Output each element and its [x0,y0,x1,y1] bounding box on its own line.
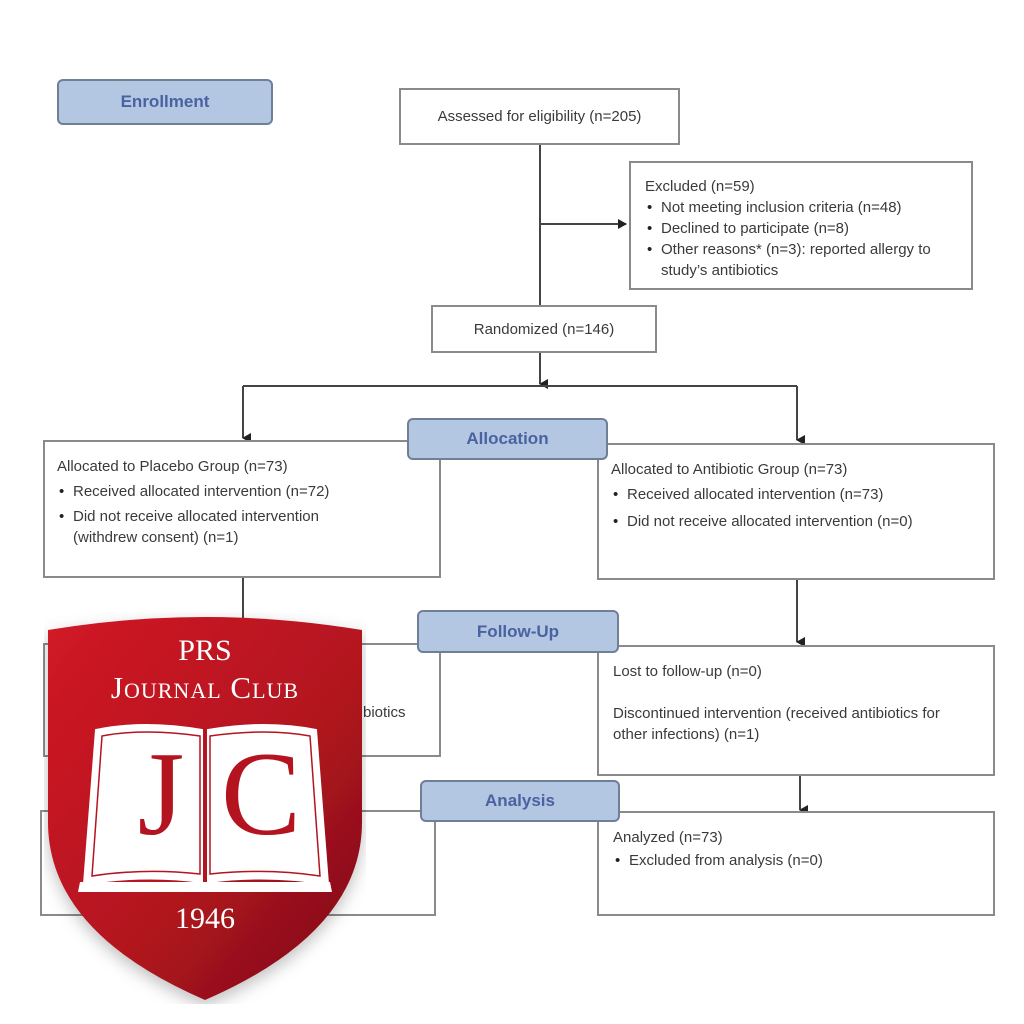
phase-follow-up: Follow-Up [417,610,619,653]
open-book-icon [78,724,332,892]
excluded-item: Not meeting inclusion criteria (n=48) [645,197,961,218]
logo-line2: Journal Club [110,670,300,705]
excluded-title: Excluded (n=59) [645,178,755,195]
phase-enrollment: Enrollment [57,79,273,125]
phase-analysis: Analysis [420,780,620,822]
antibiotic-title: Allocated to Antibiotic Group (n=73) [611,461,848,478]
placebo-allocation-box: Allocated to Placebo Group (n=73) Receiv… [43,440,441,578]
discontinued-intervention: Discontinued intervention (received anti… [613,705,940,743]
excluded-item: Other reasons* (n=3): reported allergy t… [645,239,961,281]
phase-allocation: Allocation [407,418,608,460]
logo-year: 1946 [175,902,235,935]
antibiotic-allocation-box: Allocated to Antibiotic Group (n=73) Rec… [597,443,995,580]
lost-to-followup: Lost to follow-up (n=0) [613,663,762,680]
placebo-item: Received allocated intervention (n=72) [57,481,429,502]
placebo-followup-text: biotics [363,704,406,721]
logo-letter-j: J [137,727,185,860]
analyzed-title: Analyzed (n=73) [613,829,723,846]
antibiotic-item: Received allocated intervention (n=73) [611,484,983,505]
antibiotic-analysis-box: Analyzed (n=73) Excluded from analysis (… [597,811,995,916]
placebo-item: Did not receive allocated intervention (… [57,506,373,548]
assessed-box: Assessed for eligibility (n=205) [399,88,680,145]
antibiotic-followup-box: Lost to follow-up (n=0) Discontinued int… [597,645,995,776]
randomized-box: Randomized (n=146) [431,305,657,353]
excluded-box: Excluded (n=59) Not meeting inclusion cr… [629,161,973,290]
logo-letter-c: C [220,727,302,860]
placebo-title: Allocated to Placebo Group (n=73) [57,458,288,475]
analyzed-item: Excluded from analysis (n=0) [613,850,983,871]
shield-icon [48,617,362,1000]
prs-journal-club-logo: PRS Journal Club J C 1946 [44,612,366,1004]
logo-line1: PRS [178,634,232,667]
antibiotic-item: Did not receive allocated intervention (… [611,511,983,532]
excluded-item: Declined to participate (n=8) [645,218,961,239]
